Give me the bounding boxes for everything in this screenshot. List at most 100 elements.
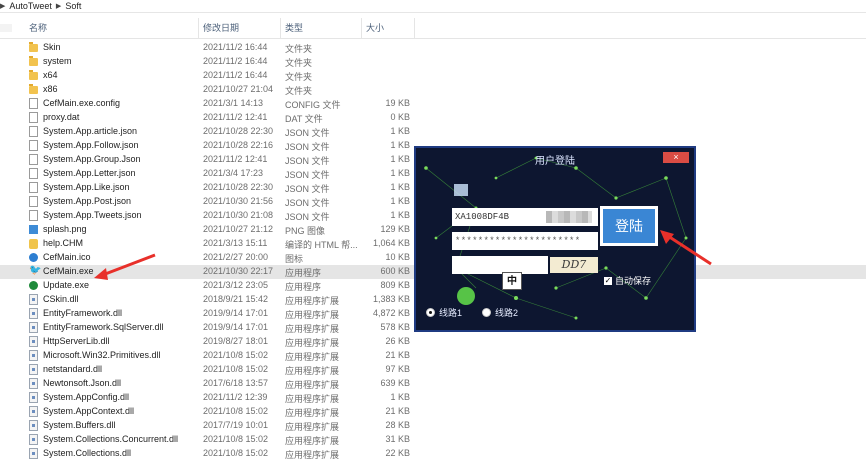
file-date: 2021/2/27 20:00 bbox=[203, 252, 269, 262]
folder-icon bbox=[29, 70, 38, 80]
file-date: 2017/7/19 10:01 bbox=[203, 420, 269, 430]
file-size: 26 KB bbox=[385, 336, 410, 346]
file-type: 应用程序扩展 bbox=[285, 324, 340, 334]
file-date: 2021/10/28 22:30 bbox=[203, 126, 274, 136]
file-date: 2021/11/2 12:41 bbox=[203, 154, 268, 164]
dll-icon bbox=[29, 350, 38, 361]
auto-save-label: 自动保存 bbox=[615, 276, 652, 286]
breadcrumb-item-soft[interactable]: Soft bbox=[65, 1, 82, 11]
dll-icon bbox=[29, 420, 38, 431]
file-name: x86 bbox=[43, 84, 58, 94]
dll-icon bbox=[29, 392, 38, 403]
file-date: 2021/10/27 21:04 bbox=[203, 84, 274, 94]
dialog-title: 用户登陆 bbox=[535, 156, 575, 167]
file-date: 2021/10/8 15:02 bbox=[203, 406, 269, 416]
file-type: JSON 文件 bbox=[285, 156, 330, 166]
line2-radio[interactable] bbox=[482, 308, 492, 317]
file-name: System.App.article.json bbox=[43, 126, 138, 136]
file-type: 文件夹 bbox=[285, 58, 313, 68]
file-date: 2021/10/8 15:02 bbox=[203, 364, 269, 374]
file-name: Microsoft.Win32.Primitives.dll bbox=[43, 350, 161, 360]
file-icon bbox=[29, 140, 38, 151]
file-date: 2021/3/13 15:11 bbox=[203, 238, 268, 248]
file-row[interactable]: System.App.Group.Json 2021/11/2 12:41 JSON… bbox=[0, 153, 866, 167]
password-input[interactable]: ********************** bbox=[452, 232, 598, 250]
file-name: System.App.Group.Json bbox=[43, 154, 141, 164]
file-size: 578 KB bbox=[380, 322, 410, 332]
file-date: 2021/11/2 16:44 bbox=[203, 70, 268, 80]
file-name: System.App.Like.json bbox=[43, 182, 130, 192]
line1-radio[interactable] bbox=[426, 308, 435, 317]
png-icon bbox=[29, 225, 38, 234]
column-header-date[interactable]: 修改日期 bbox=[203, 23, 240, 33]
file-size: 1 KB bbox=[390, 392, 410, 402]
file-date: 2019/9/14 17:01 bbox=[203, 308, 269, 318]
file-type: JSON 文件 bbox=[285, 142, 330, 152]
file-date: 2021/10/27 21:12 bbox=[203, 224, 274, 234]
file-size: 4,872 KB bbox=[372, 308, 410, 318]
nav-pane-edge bbox=[0, 24, 12, 32]
file-name: HttpServerLib.dll bbox=[43, 336, 110, 346]
network-background bbox=[424, 156, 688, 320]
file-name: proxy.dat bbox=[43, 112, 80, 122]
column-header-size[interactable]: 大小 bbox=[366, 23, 385, 33]
close-icon[interactable]: × bbox=[663, 152, 689, 163]
file-size: 28 KB bbox=[385, 420, 410, 430]
file-size: 600 KB bbox=[380, 266, 410, 276]
auto-save-checkbox[interactable]: ✓ 自动保存 bbox=[604, 274, 651, 287]
line-selector: 线路1 线路2 bbox=[426, 306, 518, 319]
account-input[interactable]: XA1008DF4B bbox=[452, 208, 598, 226]
folder-icon bbox=[29, 56, 38, 66]
file-name: Update.exe bbox=[43, 280, 90, 290]
file-type: 图标 bbox=[285, 254, 304, 264]
file-type: PNG 图像 bbox=[285, 226, 326, 236]
file-size: 1,064 KB bbox=[372, 238, 410, 248]
login-button[interactable]: 登陆 bbox=[600, 206, 658, 246]
file-icon bbox=[29, 168, 38, 179]
captcha-input[interactable] bbox=[452, 256, 548, 274]
file-size: 0 KB bbox=[390, 112, 410, 122]
dll-icon bbox=[29, 434, 38, 445]
file-name: System.App.Letter.json bbox=[43, 168, 136, 178]
captcha-image[interactable]: DD7 bbox=[550, 257, 598, 273]
file-size: 129 KB bbox=[380, 224, 410, 234]
file-size: 19 KB bbox=[385, 98, 410, 108]
dll-icon bbox=[29, 364, 38, 375]
file-size: 21 KB bbox=[385, 406, 410, 416]
file-name: System.AppConfig.dll bbox=[43, 392, 130, 402]
file-size: 10 KB bbox=[385, 252, 410, 262]
address-breadcrumb[interactable]: ▶ AutoTweet ▶ Soft bbox=[0, 0, 866, 13]
file-size: 1 KB bbox=[390, 154, 410, 164]
breadcrumb-item-autotweet[interactable]: AutoTweet bbox=[9, 1, 52, 11]
column-header-name[interactable]: 名称 bbox=[29, 23, 48, 33]
column-header-type[interactable]: 类型 bbox=[285, 23, 304, 33]
